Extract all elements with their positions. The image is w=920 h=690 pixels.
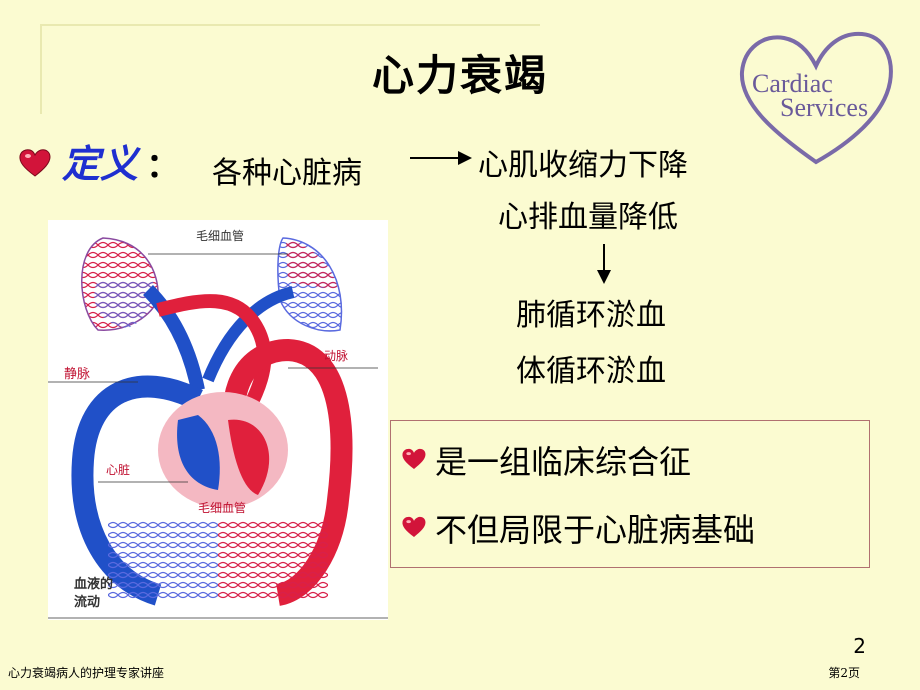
pulmonary-artery xyxy=(142,285,205,392)
right-lung-red xyxy=(286,240,338,290)
decor-top-line xyxy=(40,24,540,26)
label-blood-flow-1: 血液的 xyxy=(74,576,113,592)
decor-left-line xyxy=(40,24,42,114)
result-output: 心排血量降低 xyxy=(498,200,678,235)
footer-page: 第2页 xyxy=(828,666,860,680)
label-capillary-top: 毛细血管 xyxy=(196,228,244,243)
info-box: 是一组临床综合征 不但局限于心脏病基础 xyxy=(390,420,870,568)
heart-bullet-icon xyxy=(19,149,51,177)
pulmonary-vein xyxy=(156,294,272,414)
left-lung-blue xyxy=(94,280,154,328)
consequence-systemic: 体循环淤血 xyxy=(516,354,666,389)
consequence-pulmonary: 肺循环淤血 xyxy=(516,298,666,333)
definition-cause: 各种心脏病 xyxy=(212,156,362,191)
slide-title: 心力衰竭 xyxy=(371,51,548,100)
box-item-not-limited: 不但局限于心脏病基础 xyxy=(435,511,756,549)
heart-bullet-icon xyxy=(402,448,426,469)
slide-number: 2 xyxy=(853,634,866,658)
logo-text-cardiac: Cardiac xyxy=(752,69,833,98)
heart-bullet-icon xyxy=(402,516,426,537)
label-artery: 动脉 xyxy=(324,348,348,363)
box-item-syndrome: 是一组临床综合征 xyxy=(435,443,692,481)
label-blood-flow-2: 流动 xyxy=(74,594,100,610)
heart-left-side xyxy=(228,419,270,495)
definition-label: 定义 xyxy=(62,142,139,186)
lower-capillary-red xyxy=(218,520,328,600)
heart-shape xyxy=(158,392,288,508)
label-heart: 心脏 xyxy=(106,462,130,477)
right-arrow-icon xyxy=(410,151,472,165)
cardiac-services-logo: Cardiac Services xyxy=(739,31,893,165)
definition-colon: ： xyxy=(146,146,180,186)
result-contractility: 心肌收缩力下降 xyxy=(478,148,688,183)
label-vein: 静脉 xyxy=(64,367,90,382)
logo-heart-outline xyxy=(739,31,893,165)
logo-text-services: Services xyxy=(780,93,868,122)
down-arrow-icon xyxy=(597,244,611,284)
circulation-diagram: 毛细血管 动脉 静脉 心脏 毛细血管 血液的 流动 xyxy=(48,220,388,620)
lower-capillary-blue xyxy=(108,520,218,600)
label-capillary-bottom: 毛细血管 xyxy=(198,500,246,515)
heart-right-side xyxy=(177,415,220,490)
footer-title: 心力衰竭病人的护理专家讲座 xyxy=(8,666,165,680)
